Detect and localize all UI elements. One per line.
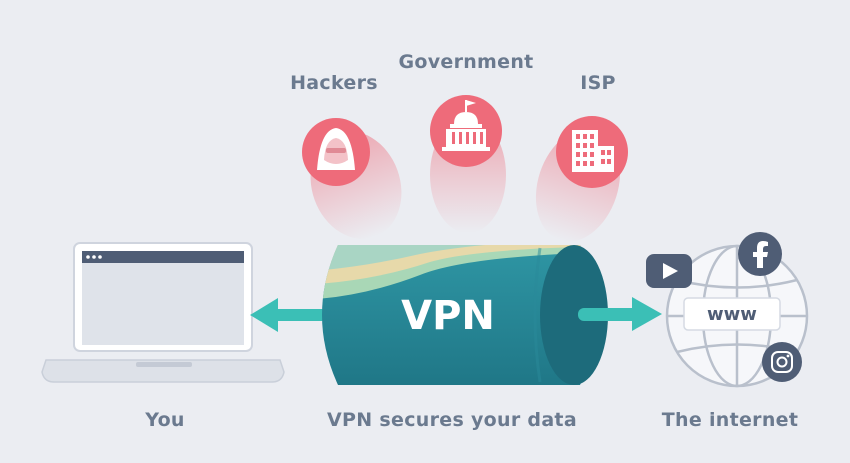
www-badge: www [683, 297, 781, 331]
isp-label: ISP [580, 72, 616, 94]
internet-caption: The internet [661, 409, 799, 431]
vpn-caption: VPN secures your data [327, 409, 577, 431]
capitol-icon [430, 95, 502, 167]
government-label: Government [398, 51, 534, 73]
instagram-icon [762, 342, 802, 382]
laptop-icon [41, 242, 285, 383]
vpn-tunnel: VPN [322, 245, 608, 385]
tunnel-label: VPN [401, 293, 495, 339]
you-caption: You [145, 409, 185, 431]
building-icon [556, 116, 628, 188]
arrow-to-you [250, 298, 332, 332]
arrow-to-internet [578, 297, 662, 331]
facebook-icon [738, 232, 782, 276]
hackers-label: Hackers [290, 72, 378, 94]
hacker-icon [302, 118, 370, 186]
www-label: www [707, 304, 757, 325]
youtube-icon [646, 254, 692, 288]
